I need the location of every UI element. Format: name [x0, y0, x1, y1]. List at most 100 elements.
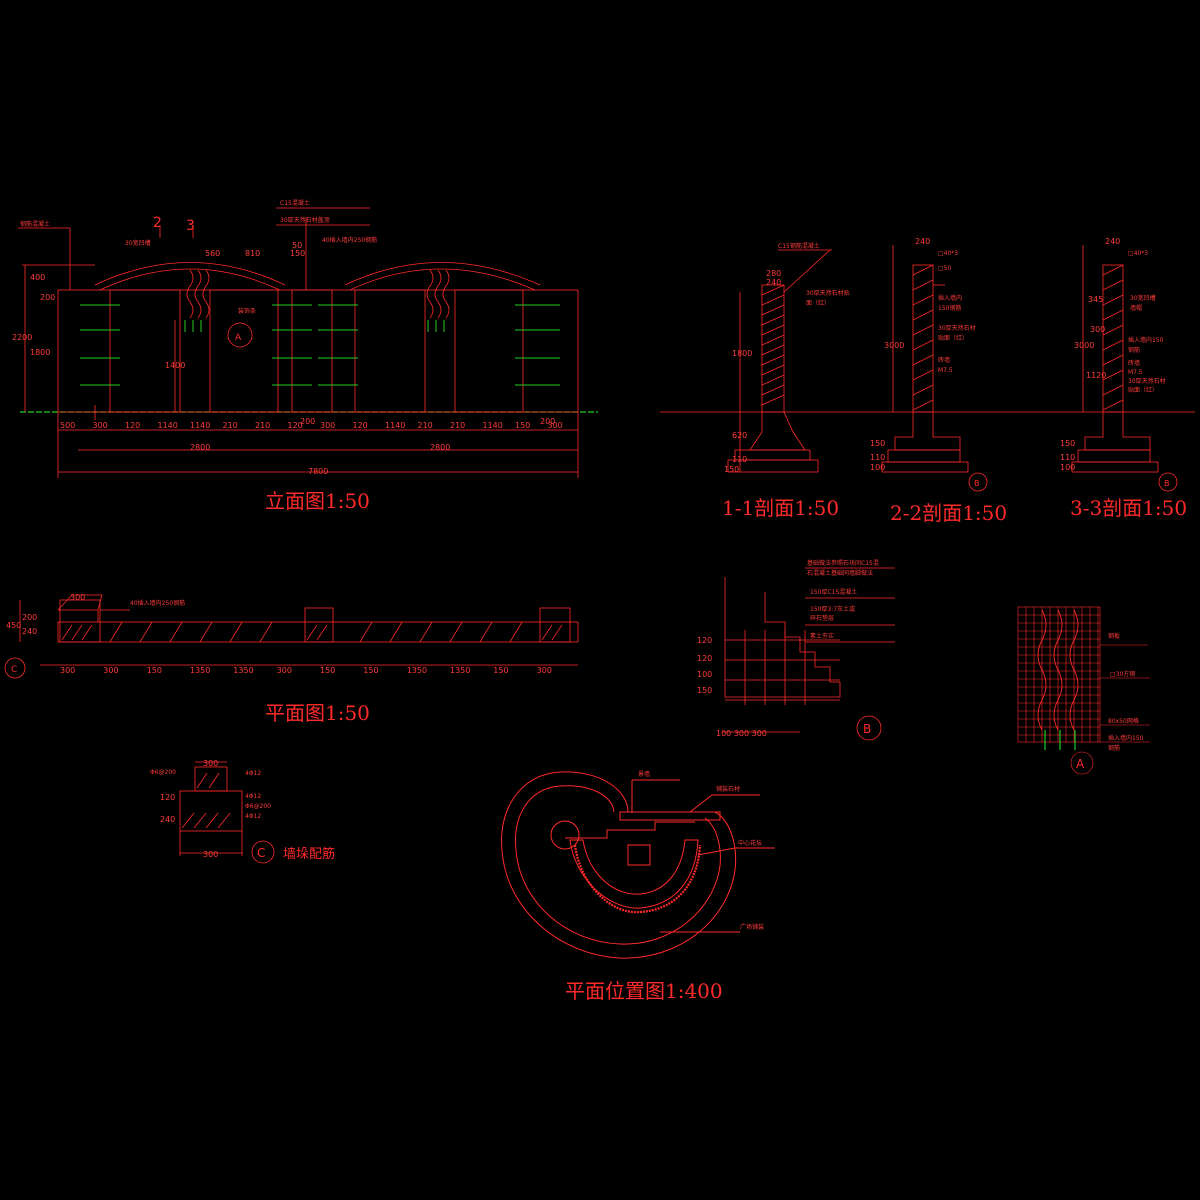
arch-left-inner: [99, 268, 281, 291]
note-groove: 30宽凹槽: [125, 239, 151, 247]
site-leader-2: [689, 794, 713, 813]
dim-label: 1350: [407, 666, 427, 675]
db-callout-label: B: [863, 722, 871, 736]
db-dim-1: 120: [697, 636, 712, 645]
dim-label: 210: [418, 421, 433, 430]
section1-wall: [761, 284, 785, 413]
dim-span-1: 2800: [190, 443, 210, 452]
dim-label: 1350: [233, 666, 253, 675]
s1-note-2: 面（红）: [806, 299, 830, 307]
dim-810: 810: [245, 249, 260, 258]
db-note-6: 素土夯实: [810, 632, 834, 640]
dc-note-1: Φ6@200: [150, 769, 176, 776]
s1-dim-150: 150: [724, 465, 739, 474]
title-site-plan: 平面位置图1:400: [565, 979, 723, 1003]
center-pier: [291, 289, 333, 413]
site-note-3: 中心花坛: [738, 839, 762, 847]
dim-200-mid: 200: [300, 417, 315, 426]
db-dim-4: 150: [697, 686, 712, 695]
brackets-right: [515, 304, 560, 386]
detail-a-frame: [1017, 606, 1101, 743]
s3-dim-150: 150: [1060, 439, 1075, 448]
note-c15: C15混凝土: [280, 199, 310, 207]
site-wall-steps: [565, 821, 695, 839]
dc-note-3: 4Φ12: [245, 793, 261, 800]
dim-label: 150: [515, 421, 530, 430]
s3-note-3: 墙帽: [1130, 304, 1142, 312]
panel-left-b: [209, 289, 279, 413]
da-note-5: 钢筋: [1108, 744, 1120, 752]
elevation-green-brackets: [80, 304, 560, 386]
dim-1400: 1400: [165, 361, 185, 370]
da-note-1: 钢板: [1108, 632, 1120, 640]
plan-callout-c-label: C: [11, 665, 17, 675]
section-3-3-labels: 240 □40*3 345 300 3000 1120 30宽凹槽 墙帽 插入墙…: [1060, 237, 1187, 520]
panel-right-b: [454, 289, 524, 413]
dim-label: 150: [363, 666, 378, 675]
db-dim-bottom: 100 300 300: [716, 729, 767, 738]
section3-hatch: [1102, 264, 1124, 411]
arch-left: [94, 262, 286, 286]
dim-label: 120: [288, 421, 303, 430]
plan-pier-left-box: [59, 599, 101, 643]
plan-dim-200: 200: [22, 613, 37, 622]
da-callout-label: A: [1076, 757, 1085, 771]
dim-span-2: 2800: [430, 443, 450, 452]
dim-label: 300: [537, 666, 552, 675]
dim-label: 300: [60, 666, 75, 675]
elevation-view: [18, 207, 598, 478]
detail-b-grid: [725, 630, 840, 705]
section-3-3: [1071, 245, 1178, 492]
dim-total: 7800: [308, 467, 328, 476]
s3-note-9: 贴面（红）: [1128, 386, 1158, 394]
s1-dim-240: 240: [766, 278, 781, 287]
site-paving-edge: [573, 844, 702, 914]
plan-pier-hatch: [61, 624, 563, 641]
detail-a-labels: 钢板 □30方钢 80x50网格 插入墙内150 钢筋 A: [1076, 632, 1144, 771]
section1-hatch: [761, 284, 785, 406]
s2-note-2: □50: [938, 265, 951, 272]
s2-dim-3000: 3000: [884, 341, 904, 350]
plan-hatch: [109, 621, 523, 643]
section2-base1: [887, 449, 961, 463]
db-dim-3: 100: [697, 670, 712, 679]
dim-50: 50: [292, 241, 302, 250]
site-note-2: 铺装石材: [716, 785, 740, 793]
s3-dim-300: 300: [1090, 325, 1105, 334]
cut-3-label: 3: [186, 218, 195, 234]
dim-label: 210: [255, 421, 270, 430]
dim-200: 200: [40, 293, 55, 302]
s3-note-6: 砖墙: [1128, 359, 1140, 367]
dc-upper-box: [194, 766, 228, 792]
s1-dim-1800: 1800: [732, 349, 752, 358]
s2-note-7: 砖墙: [938, 356, 950, 364]
section2-footing: [894, 412, 961, 451]
db-note-5: 碎石垫层: [810, 614, 834, 622]
dim-label: 1140: [385, 421, 405, 430]
dim-150: 150: [290, 249, 305, 258]
dim-label: 300: [548, 421, 563, 430]
detail-a-mesh: [1018, 607, 1100, 742]
rebar-stubs: [184, 320, 445, 332]
dc-dim-300: 300: [203, 759, 218, 768]
decor-wave-left: [186, 269, 210, 319]
section3-footing: [1084, 412, 1151, 451]
s3-callout-b: [1158, 472, 1178, 492]
site-feature-wall: [619, 811, 721, 821]
arch-right: [344, 262, 541, 286]
section2-wall: [912, 264, 934, 413]
dim-label: 300: [93, 421, 108, 430]
detail-b-callout: [856, 715, 882, 741]
brackets-left: [80, 304, 120, 386]
detail-b-labels: 基础做法参照石块间C15混 石混凝土基础同墙脚做法 150厚C15混凝土 150…: [697, 559, 879, 738]
brackets-center-b: [318, 304, 358, 386]
s3-dim-345: 345: [1088, 295, 1103, 304]
dim-label: 150: [147, 666, 162, 675]
dim-200-right: 200: [540, 417, 555, 426]
s3-dim-240: 240: [1105, 237, 1120, 246]
s2-dim-240: 240: [915, 237, 930, 246]
plan-dim-240: 240: [22, 627, 37, 636]
section3-base1: [1077, 449, 1151, 463]
